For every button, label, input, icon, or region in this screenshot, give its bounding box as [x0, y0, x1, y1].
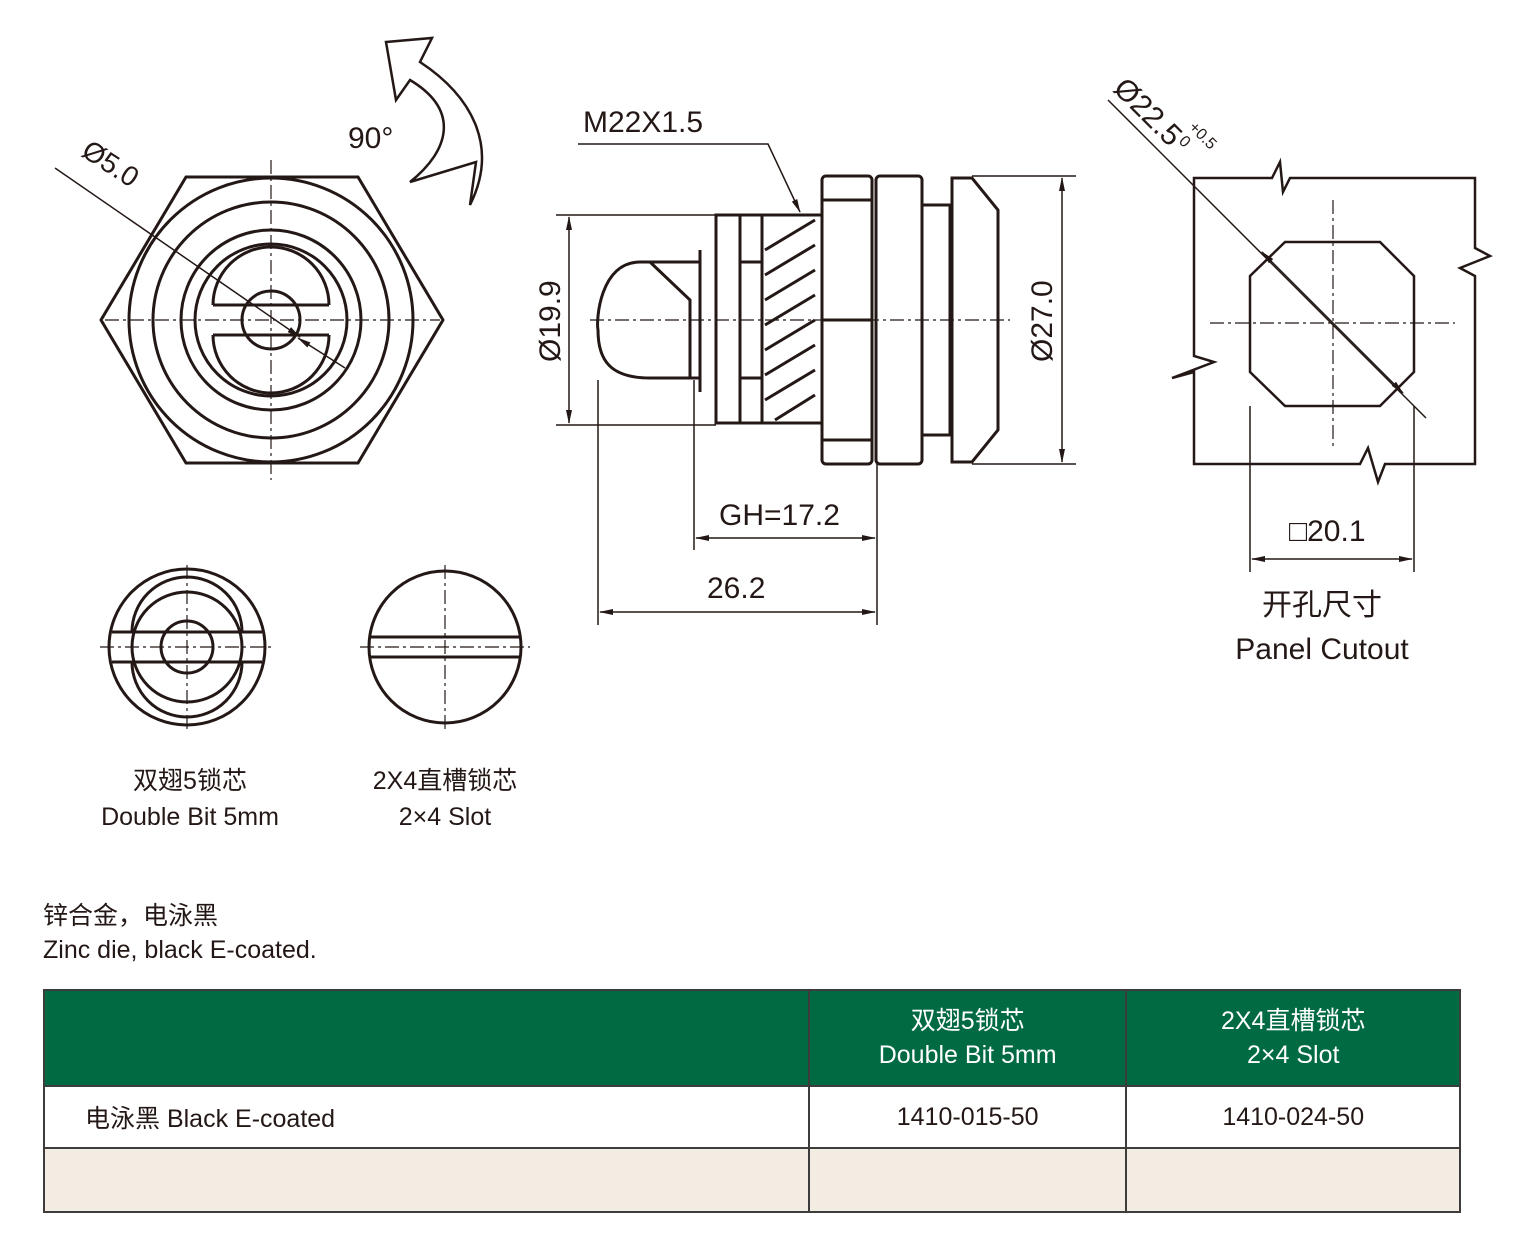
table-cell	[1125, 1147, 1461, 1213]
cutout-caption-en: Panel Cutout	[1235, 633, 1409, 666]
header-en: 2×4 Slot	[1247, 1041, 1340, 1069]
rotation-arrow-icon	[384, 36, 484, 206]
table-header-row: 双翅5锁芯 Double Bit 5mm 2X4直槽锁芯 2×4 Slot	[43, 989, 1461, 1087]
table-row	[43, 1147, 1461, 1213]
cutout-caption-cn: 开孔尺寸	[1262, 589, 1382, 622]
length-label: 26.2	[707, 572, 765, 605]
core-caption-cn-2: 2X4直槽锁芯	[372, 767, 518, 795]
header-cn: 2X4直槽锁芯	[1220, 1007, 1366, 1035]
nut-diameter-label: Ø27.0	[1026, 280, 1059, 362]
core-caption-cn-1: 双翅5锁芯	[133, 767, 247, 795]
header-en: Double Bit 5mm	[878, 1041, 1057, 1069]
table-cell: 1410-024-50	[1125, 1085, 1461, 1149]
hole-leader	[54, 167, 301, 338]
rotation-label: 90°	[348, 122, 393, 155]
table-header-empty	[43, 989, 810, 1087]
table-cell: 电泳黑 Black E-coated	[43, 1085, 810, 1149]
table-row: 电泳黑 Black E-coated 1410-015-50 1410-024-…	[43, 1085, 1461, 1149]
part-number-table: 双翅5锁芯 Double Bit 5mm 2X4直槽锁芯 2×4 Slot 电泳…	[43, 989, 1461, 1213]
table-cell	[807, 1147, 1128, 1213]
table-cell	[43, 1147, 810, 1213]
slot-core-view	[367, 569, 523, 725]
thread-label: M22X1.5	[583, 106, 703, 139]
hole-diameter-label: Ø5.0	[77, 134, 145, 193]
material-en: Zinc die, black E-coated.	[43, 936, 317, 964]
hex-nut-outline	[99, 175, 445, 465]
table-cell: 1410-015-50	[807, 1085, 1128, 1149]
core-caption-en-1: Double Bit 5mm	[101, 803, 279, 831]
panel-cutout-view	[1171, 157, 1493, 486]
material-cn: 锌合金，电泳黑	[43, 902, 219, 930]
header-cn: 双翅5锁芯	[910, 1007, 1025, 1035]
table-header-slot: 2X4直槽锁芯 2×4 Slot	[1125, 989, 1461, 1087]
grip-label: GH=17.2	[719, 499, 840, 532]
cutout-square-label: □20.1	[1289, 515, 1366, 548]
plug-diameter-label: Ø19.9	[534, 280, 567, 362]
thread-leader	[578, 143, 801, 213]
table-header-double-bit: 双翅5锁芯 Double Bit 5mm	[807, 989, 1128, 1087]
core-caption-en-2: 2×4 Slot	[398, 803, 492, 831]
cutout-shape	[1248, 240, 1416, 408]
